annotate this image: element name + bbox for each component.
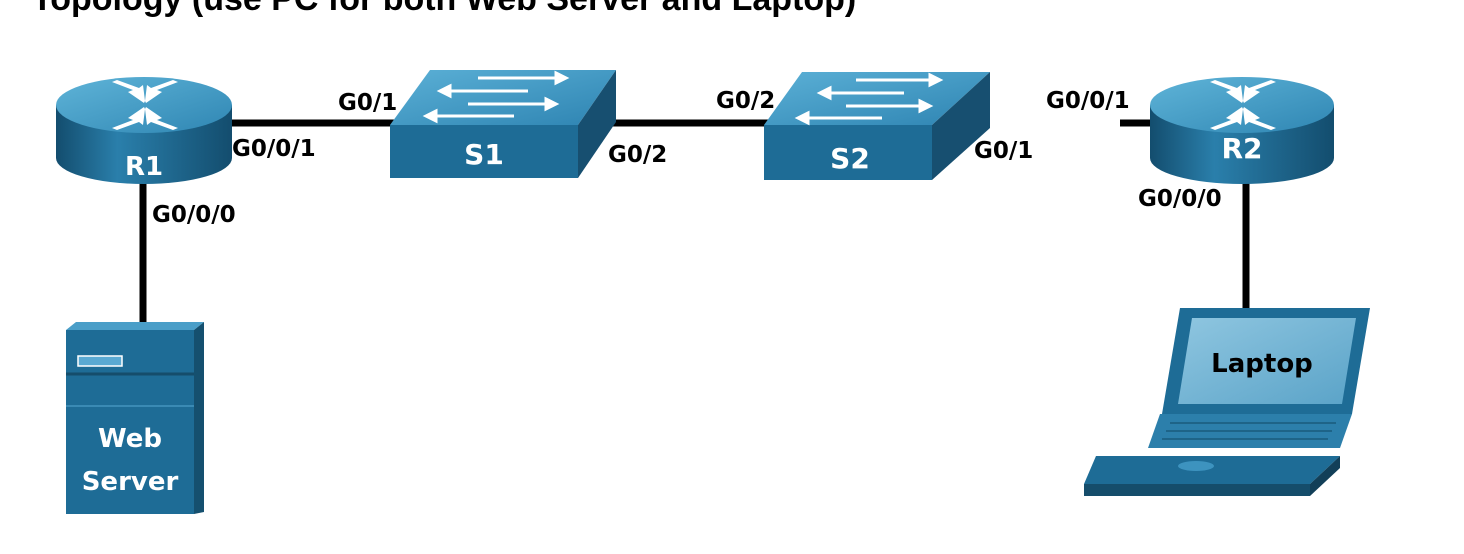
keyboard-icon [1162, 422, 1336, 440]
web-server-label-line2: Server [82, 467, 179, 497]
port-label-s1-g01: G0/1 [338, 90, 397, 116]
port-label-r2-g001: G0/0/1 [1046, 88, 1130, 114]
port-label-s1-g02: G0/2 [608, 142, 667, 168]
touchpad-icon [1178, 461, 1214, 471]
port-label-r1-g001: G0/0/1 [232, 136, 316, 162]
port-labels: G0/1 G0/0/1 G0/0/0 G0/2 G0/2 G0/1 G0/0/1… [152, 88, 1222, 228]
web-server: Web Server [66, 322, 204, 514]
switch-s1: S1 [390, 70, 616, 178]
laptop: Laptop [1084, 308, 1370, 496]
web-server-label-line1: Web [98, 424, 162, 454]
diagram-title: Topology (use PC for both Web Server and… [32, 0, 856, 19]
laptop-label: Laptop [1211, 349, 1313, 379]
router-arrows-icon [1210, 80, 1276, 130]
port-label-s2-g02: G0/2 [716, 88, 775, 114]
drive-bay-icon [77, 355, 123, 367]
switch-s1-label: S1 [464, 138, 504, 171]
switch-s2-label: S2 [830, 142, 870, 175]
switch-s2: S2 [764, 72, 990, 180]
router-r2: R2 [1150, 77, 1334, 184]
switch-arrows-icon [794, 72, 944, 126]
port-label-r2-g000: G0/0/0 [1138, 186, 1222, 212]
router-arrows-icon [112, 80, 178, 130]
router-r1: R1 [56, 77, 232, 184]
router-r2-label: R2 [1221, 132, 1262, 165]
port-label-r1-g000: G0/0/0 [152, 202, 236, 228]
switch-arrows-icon [422, 70, 570, 124]
port-label-s2-g01: G0/1 [974, 138, 1033, 164]
router-r1-label: R1 [125, 152, 163, 182]
links [139, 119, 1250, 326]
